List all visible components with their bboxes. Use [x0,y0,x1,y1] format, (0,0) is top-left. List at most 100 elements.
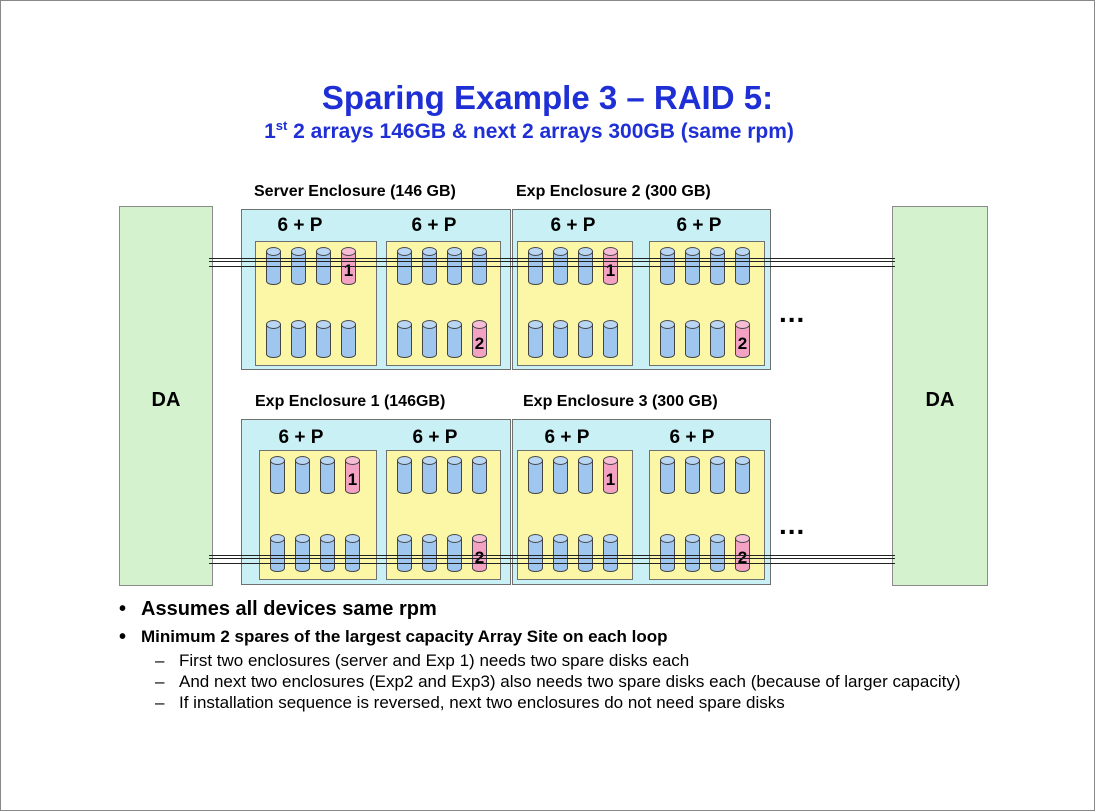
sub-bullet-dash: – [155,672,165,691]
cylinder-disk-icon [295,456,310,494]
cylinder-disk-icon [447,320,462,358]
array-group-label: 6 + P [544,427,590,448]
sub-bullet-dash: – [155,693,165,712]
sub-bullet-item: –If installation sequence is reversed, n… [119,694,1079,712]
cylinder-disk-icon [266,247,281,285]
spare-number: 2 [734,548,751,568]
sub-bullet-text: And next two enclosures (Exp2 and Exp3) … [179,672,961,691]
cylinder-disk-icon [295,534,310,572]
array-group-label: 6 + P [277,215,323,236]
cylinder-disk-icon [422,320,437,358]
cylinder-disk-icon [341,320,356,358]
spare-number: 1 [343,261,354,280]
cylinder-disk-icon [447,247,462,285]
cylinder-disk-icon [685,456,700,494]
bullet-dot: • [119,626,127,648]
cylinder-disk-icon [528,320,543,358]
bullet-text: Minimum 2 spares of the largest capacity… [141,627,668,646]
loop-line-bottom [209,555,895,564]
spare-disk-icon: 1 [603,456,618,494]
cylinder-disk-icon [553,534,568,572]
cylinder-disk-icon [291,320,306,358]
spare-disk-icon: 1 [603,247,618,285]
cylinder-disk-icon [685,320,700,358]
array-group-label: 6 + P [411,215,457,236]
cylinder-disk-icon [553,320,568,358]
enclosure-title: Exp Enclosure 1 (146GB) [255,393,446,410]
sub-bullet-item: –And next two enclosures (Exp2 and Exp3)… [119,673,1079,691]
cylinder-disk-icon [447,456,462,494]
array-group-label: 6 + P [669,427,715,448]
cylinder-disk-icon [528,456,543,494]
cylinder-disk-icon [710,456,725,494]
slide-subtitle: 1st 2 arrays 146GB & next 2 arrays 300GB… [1,119,1057,145]
spare-number: 2 [474,334,485,353]
array-group-label: 6 + P [550,215,596,236]
cylinder-disk-icon [270,534,285,572]
cylinder-disk-icon [553,456,568,494]
da-left-box: DA [119,206,213,586]
bullet-item: • Assumes all devices same rpm [119,597,1079,621]
cylinder-disk-icon [603,534,618,572]
da-right-label: DA [925,389,955,411]
cylinder-disk-icon [710,247,725,285]
slide-title: Sparing Example 3 – RAID 5: [321,79,774,116]
cylinder-disk-icon [735,456,750,494]
cylinder-disk-icon [660,456,675,494]
cylinder-disk-icon [397,534,412,572]
cylinder-disk-icon [735,247,750,285]
cylinder-disk-icon [422,247,437,285]
spare-disk-icon: 2 [735,534,750,572]
cylinder-disk-icon [685,534,700,572]
cylinder-disk-icon [422,456,437,494]
cylinder-disk-icon [291,247,306,285]
loop-line-top [209,258,895,267]
cylinder-disk-icon [270,456,285,494]
cylinder-disk-icon [397,247,412,285]
spare-disk-icon: 2 [472,320,487,358]
spare-disk-icon: 1 [341,247,356,285]
enclosure-title: Server Enclosure (146 GB) [254,183,456,200]
bullet-item: • Minimum 2 spares of the largest capacit… [119,625,1079,649]
sub-bullet-item: –First two enclosures (server and Exp 1)… [119,652,1079,670]
cylinder-disk-icon [710,320,725,358]
bullet-text: Assumes all devices same rpm [141,598,437,620]
cylinder-disk-icon [422,534,437,572]
spare-number: 2 [471,548,488,568]
cylinder-disk-icon [528,247,543,285]
subtitle-superscript: st [275,118,288,133]
cylinder-disk-icon [660,320,675,358]
cylinder-disk-icon [472,247,487,285]
cylinder-disk-icon [266,320,281,358]
spare-disk-icon: 2 [735,320,750,358]
enclosure-title: Exp Enclosure 2 (300 GB) [516,183,711,200]
spare-disk-icon: 1 [345,456,360,494]
cylinder-disk-icon [603,320,618,358]
sub-bullet-text: If installation sequence is reversed, ne… [179,693,785,712]
cylinder-disk-icon [710,534,725,572]
cylinder-disk-icon [553,247,568,285]
cylinder-disk-icon [397,320,412,358]
spare-number: 1 [605,261,616,280]
cylinder-disk-icon [528,534,543,572]
cylinder-disk-icon [320,456,335,494]
enclosure-title: Exp Enclosure 3 (300 GB) [523,393,718,410]
ellipsis-bottom: ... [779,509,806,540]
cylinder-disk-icon [578,247,593,285]
array-group-label: 6 + P [412,427,458,448]
spare-disk-icon: 2 [472,534,487,572]
cylinder-disk-icon [660,247,675,285]
bullet-dot: • [119,598,127,620]
da-left-label: DA [151,389,181,411]
cylinder-disk-icon [578,456,593,494]
spare-number: 2 [737,334,748,353]
cylinder-disk-icon [578,534,593,572]
bullet-list: • Assumes all devices same rpm • Minimum 2 … [119,597,1079,712]
subtitle-prefix: 1 [264,120,276,143]
cylinder-disk-icon [316,320,331,358]
spare-number: 1 [347,470,358,489]
array-group-label: 6 + P [278,427,324,448]
cylinder-disk-icon [316,247,331,285]
cylinder-disk-icon [320,534,335,572]
